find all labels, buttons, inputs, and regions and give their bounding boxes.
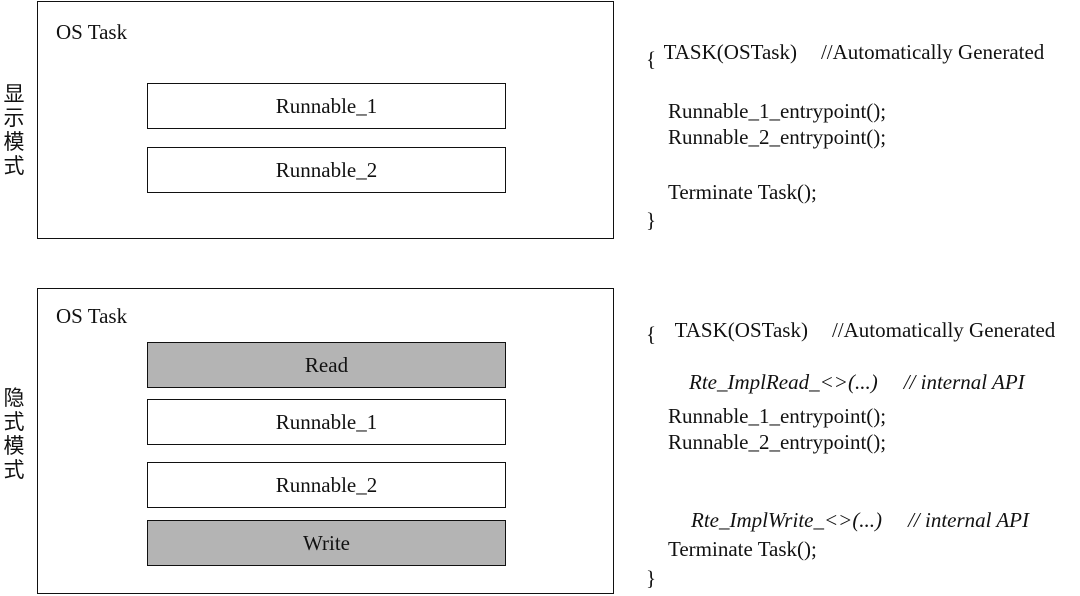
implicit-runnable-1-call: Runnable_1_entrypoint(); xyxy=(668,404,887,428)
explicit-code-header: TASK(OSTask) //Automatically Generated xyxy=(643,16,1045,88)
implicit-header-comment: //Automatically Generated xyxy=(831,318,1056,342)
explicit-runnable-1-block: Runnable_1 xyxy=(147,83,506,129)
explicit-runnable-2-block: Runnable_2 xyxy=(147,147,506,193)
implicit-runnable-2-block: Runnable_2 xyxy=(147,462,506,508)
implicit-open-brace: { xyxy=(646,322,657,346)
implicit-read-block: Read xyxy=(147,342,506,388)
implicit-write-comment: // internal API xyxy=(908,508,1029,532)
explicit-mode-label: 显示模式 xyxy=(3,82,25,178)
explicit-runnable-1-call: Runnable_1_entrypoint(); xyxy=(668,99,887,123)
implicit-read-line: Rte_ImplRead_<>(...) // internal API xyxy=(668,346,1025,418)
implicit-runnable-2-call: Runnable_2_entrypoint(); xyxy=(668,430,887,454)
implicit-write-line: Rte_ImplWrite_<>(...) // internal API xyxy=(670,484,1029,556)
implicit-read-comment: // internal API xyxy=(903,370,1025,394)
explicit-close-brace: } xyxy=(646,208,657,232)
implicit-os-task-title: OS Task xyxy=(56,304,128,328)
explicit-runnable-2-call: Runnable_2_entrypoint(); xyxy=(668,125,887,149)
implicit-mode-label: 隐式模式 xyxy=(3,386,25,482)
explicit-task-signature: TASK(OSTask) xyxy=(663,40,797,64)
implicit-write-block: Write xyxy=(147,520,506,566)
implicit-runnable-1-block: Runnable_1 xyxy=(147,399,506,445)
implicit-task-signature: TASK(OSTask) xyxy=(674,318,808,342)
explicit-terminate-call: Terminate Task(); xyxy=(668,180,817,204)
explicit-os-task-box: OS Task Runnable_1 Runnable_2 xyxy=(37,1,614,239)
implicit-read-call: Rte_ImplRead_<>(...) xyxy=(689,370,878,394)
explicit-header-comment: //Automatically Generated xyxy=(820,40,1045,64)
implicit-os-task-box: OS Task Read Runnable_1 Runnable_2 Write xyxy=(37,288,614,594)
implicit-code-header: TASK(OSTask) //Automatically Generated xyxy=(654,294,1056,366)
implicit-terminate-call: Terminate Task(); xyxy=(668,537,817,561)
implicit-close-brace: } xyxy=(646,566,657,590)
implicit-write-call: Rte_ImplWrite_<>(...) xyxy=(691,508,883,532)
explicit-open-brace: { xyxy=(646,47,657,71)
explicit-os-task-title: OS Task xyxy=(56,20,128,44)
